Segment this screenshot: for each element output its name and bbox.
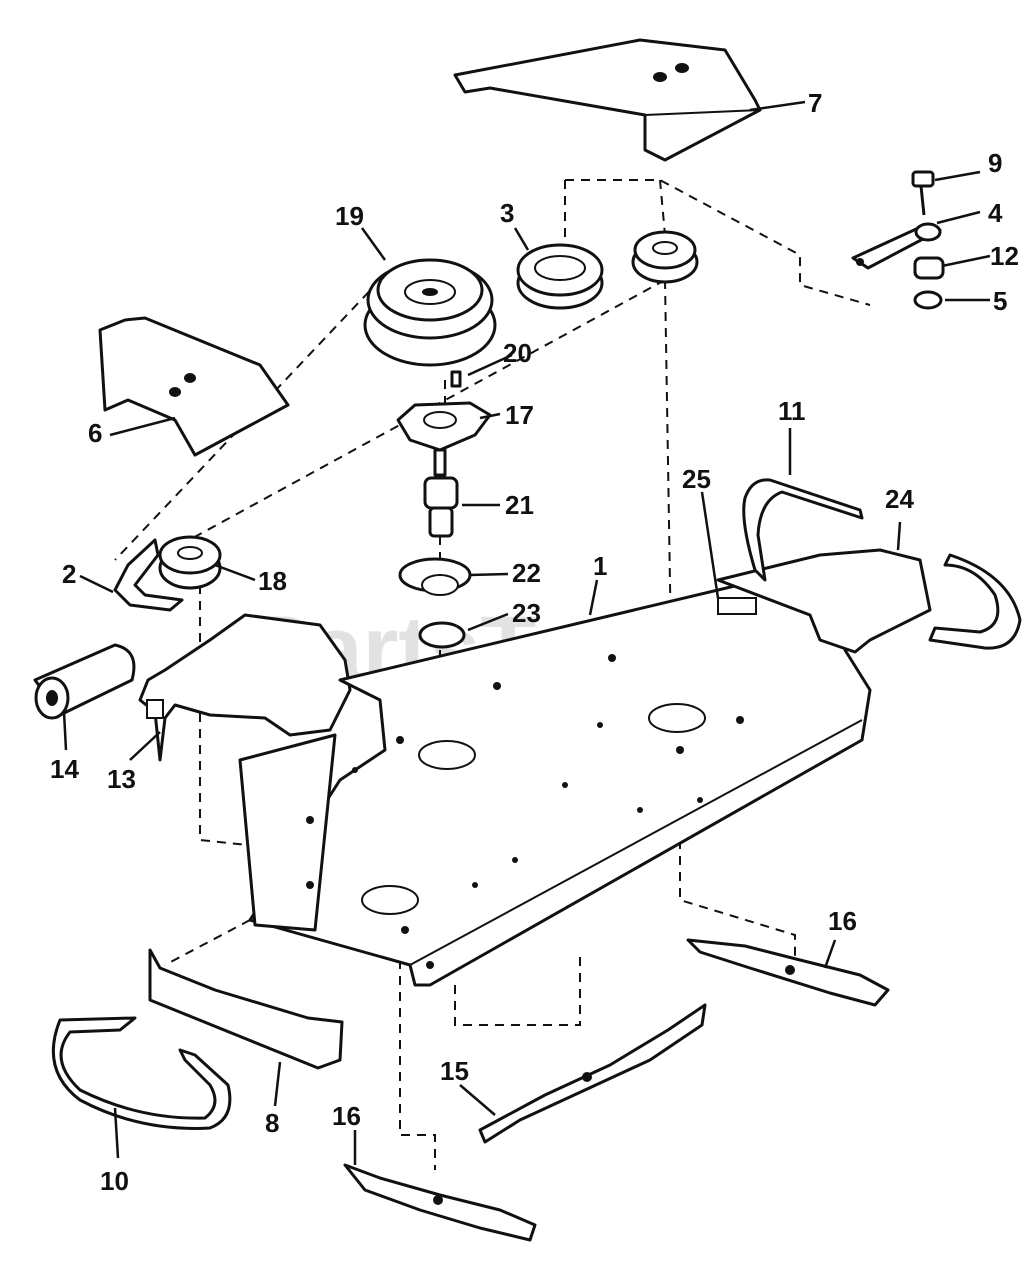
part-spindle xyxy=(423,448,459,538)
leader-lines xyxy=(62,100,991,1165)
callout-14: 14 xyxy=(50,754,79,784)
part-set-screw xyxy=(450,370,462,388)
part-belt-guard-left xyxy=(98,316,290,457)
callout-10: 10 xyxy=(100,1166,129,1196)
part-idler-arm-assembly xyxy=(851,170,945,310)
callout-labels: 7 9 4 12 5 3 19 20 17 21 22 23 1 6 2 18 … xyxy=(50,88,1019,1196)
part-bearing-housing xyxy=(396,401,492,452)
part-belt-right xyxy=(928,553,1022,650)
callout-19: 19 xyxy=(335,201,364,231)
part-belt-guard-top xyxy=(453,38,762,162)
part-discharge-chute xyxy=(138,613,352,762)
part-mower-deck xyxy=(238,568,872,987)
part-belt-keeper xyxy=(113,538,184,612)
callout-11: 11 xyxy=(778,396,806,426)
part-pulley-small xyxy=(516,243,604,310)
callout-4: 4 xyxy=(988,198,1003,228)
part-idler-pulley xyxy=(631,230,699,284)
callout-16-right: 16 xyxy=(828,906,857,936)
callout-2: 2 xyxy=(62,559,76,589)
callout-12: 12 xyxy=(990,241,1019,271)
callout-21: 21 xyxy=(505,490,534,520)
part-seal xyxy=(418,621,466,649)
part-bracket xyxy=(148,948,344,1070)
callout-22: 22 xyxy=(512,558,541,588)
part-baffle xyxy=(716,548,932,654)
callout-9: 9 xyxy=(988,148,1002,178)
callout-24: 24 xyxy=(885,484,914,514)
part-belt-10 xyxy=(51,1016,232,1130)
part-idler-pulley-left xyxy=(158,535,222,590)
callout-18: 18 xyxy=(258,566,287,596)
callout-3: 3 xyxy=(500,198,514,228)
callout-1: 1 xyxy=(593,551,607,581)
callout-16-left: 16 xyxy=(332,1101,361,1131)
callout-7: 7 xyxy=(808,88,822,118)
callout-25: 25 xyxy=(682,464,711,494)
part-bearing-flange xyxy=(398,557,472,596)
part-large-pulley xyxy=(363,258,497,367)
part-roller xyxy=(33,643,136,720)
callout-13: 13 xyxy=(107,764,136,794)
callout-23: 23 xyxy=(512,598,541,628)
callout-5: 5 xyxy=(993,286,1007,316)
callout-17: 17 xyxy=(505,400,534,430)
callout-20: 20 xyxy=(503,338,532,368)
callout-15: 15 xyxy=(440,1056,469,1086)
callout-6: 6 xyxy=(88,418,102,448)
callout-8: 8 xyxy=(265,1108,279,1138)
part-belt-11 xyxy=(742,478,864,582)
